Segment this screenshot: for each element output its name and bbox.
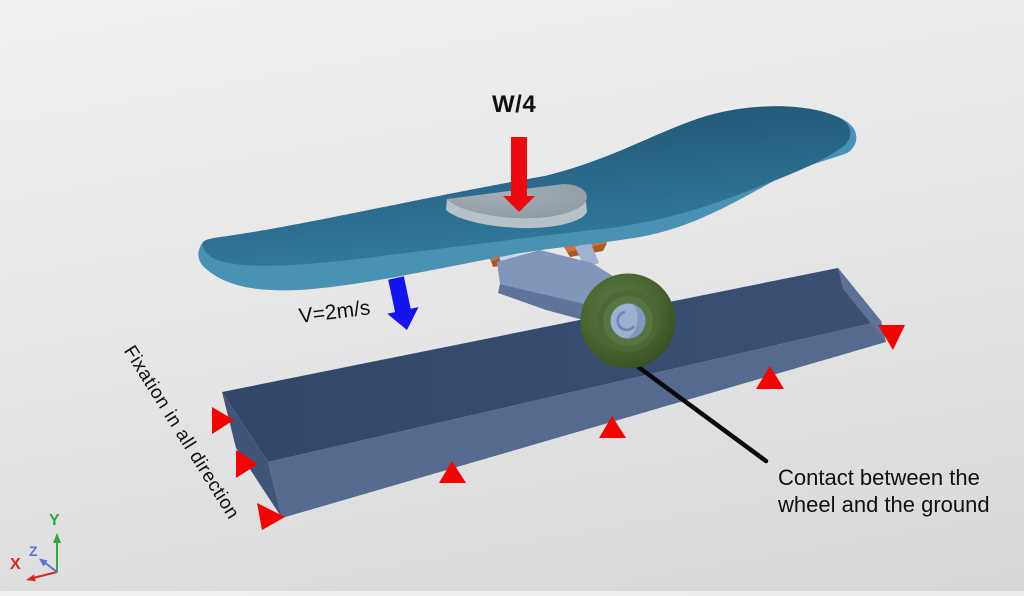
axis-z-arrow	[43, 561, 58, 573]
load-label: W/4	[492, 91, 537, 118]
axis-y-label: Y	[49, 512, 60, 529]
fixation-marker-3	[257, 503, 285, 530]
axis-z-label: Z	[29, 543, 38, 559]
axis-z-arrowhead	[39, 558, 48, 567]
contact-label: Contact between the wheel and the ground	[778, 464, 990, 518]
contact-label-line2: wheel and the ground	[778, 492, 990, 517]
ground-plate-right-end	[838, 268, 886, 342]
load-arrow	[503, 137, 535, 212]
velocity-arrow	[387, 276, 419, 330]
truck-kingpin	[575, 241, 599, 268]
ground-plate-left-end	[222, 392, 282, 518]
wheel-hub-shade	[628, 303, 646, 339]
fixation-marker-7	[878, 325, 905, 350]
fixation-marker-5	[599, 416, 626, 438]
fixation-marker-2	[236, 450, 258, 478]
axis-x-arrow	[32, 571, 58, 579]
contact-callout-line	[634, 363, 769, 464]
fixation-marker-4	[439, 461, 466, 483]
axis-x-arrowhead	[26, 574, 36, 582]
load-plate-rim	[446, 199, 587, 229]
contact-label-line1: Contact between the	[778, 465, 980, 490]
ground-plate-front	[268, 321, 886, 518]
axis-y-arrowhead	[53, 533, 61, 543]
ground-plate-top	[222, 268, 881, 462]
wheel-axle-mark	[616, 310, 636, 332]
axis-x-label: X	[10, 556, 21, 573]
fixation-marker-6	[756, 366, 784, 389]
fixation-marker-1	[212, 407, 234, 434]
